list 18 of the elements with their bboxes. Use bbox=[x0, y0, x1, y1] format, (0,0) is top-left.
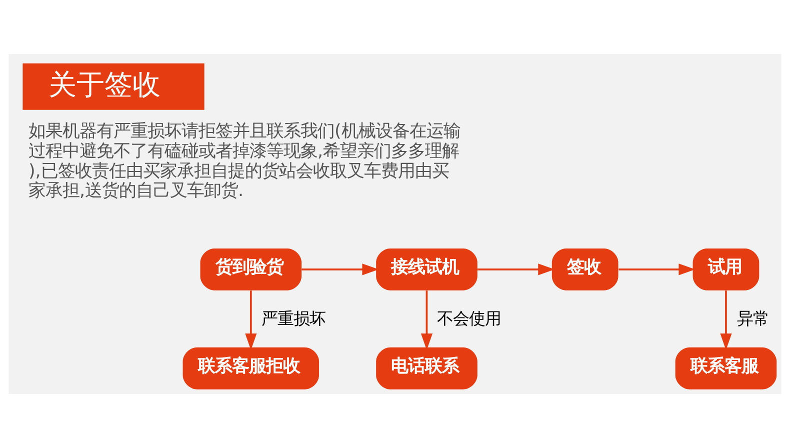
arrow bbox=[720, 290, 732, 350]
node-box: 电话联系 bbox=[376, 347, 478, 390]
arrow bbox=[302, 264, 379, 276]
arrow bbox=[618, 264, 696, 276]
label: 如果机器有严重损坏请拒签并且联系我们(机械设备在运输过程中避免不了有磕碰或者掉漆等现象,希望亲们多多理解),已签收责任由买家承担自提的货站会收取叉车费用由买家承担,送货的自己叉车卸货. bbox=[28, 122, 460, 202]
node-box: 联系客服 bbox=[675, 347, 777, 390]
arrow bbox=[420, 290, 433, 350]
node-box: 签收 bbox=[552, 248, 618, 290]
node-box: 联系客服拒收 bbox=[182, 347, 320, 390]
diagram-title: 关于签收 bbox=[48, 68, 161, 101]
node-box: 货到验货 bbox=[200, 248, 302, 290]
arrow bbox=[477, 264, 555, 276]
arrow bbox=[245, 290, 257, 350]
node-box: 接线试机 bbox=[376, 248, 478, 290]
edge-label: 异常 bbox=[737, 308, 770, 328]
edge-label: 不会使用 bbox=[437, 308, 502, 328]
node-box: 试用 bbox=[692, 248, 760, 290]
edge-label: 严重损坏 bbox=[261, 308, 326, 328]
